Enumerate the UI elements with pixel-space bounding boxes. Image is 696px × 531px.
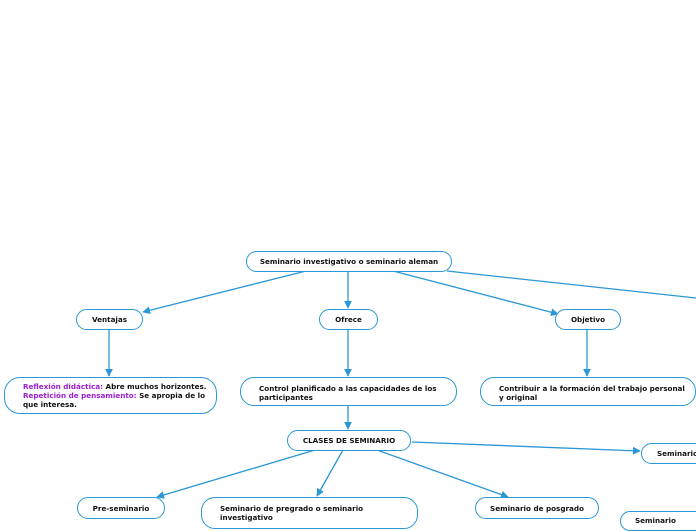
edge-clases-seminario bbox=[411, 441, 641, 455]
posgrado-node[interactable]: Seminario de posgrado bbox=[475, 497, 599, 519]
highlight-reflexion: Reflexión didáctica: bbox=[23, 382, 104, 391]
root-node[interactable]: Seminario investigativo o seminario alem… bbox=[246, 251, 452, 272]
edge-clases-pregrado bbox=[316, 449, 344, 497]
ofrece-node[interactable]: Ofrece bbox=[319, 309, 378, 330]
text-reflexion: Abre muchos horizontes. bbox=[103, 382, 207, 391]
edge-clases-preseminario bbox=[156, 449, 316, 499]
text-repeticion: Se apropia de lo que interesa. bbox=[23, 391, 206, 409]
edge-root-ventajas bbox=[142, 270, 307, 315]
objetivo-node[interactable]: Objetivo bbox=[555, 309, 621, 330]
clases-node[interactable]: CLASES DE SEMINARIO bbox=[287, 430, 411, 451]
edge-root-objetivo bbox=[392, 270, 559, 317]
bottom-right-node[interactable]: Seminario bbox=[620, 511, 696, 531]
ventajas-node[interactable]: Ventajas bbox=[76, 309, 143, 330]
mind-map-connectors bbox=[105, 270, 696, 499]
contribuir-node[interactable]: Contribuir a la formación del trabajo pe… bbox=[480, 377, 696, 406]
pre-seminario-node[interactable]: Pre-seminario bbox=[77, 497, 165, 519]
ventajas-detail-node[interactable]: Reflexión didáctica: Abre muchos horizon… bbox=[4, 377, 217, 414]
highlight-repeticion: Repetición de pensamiento: bbox=[23, 391, 137, 400]
edge-root-offscreen bbox=[446, 270, 696, 299]
edge-clases-posgrado bbox=[376, 449, 509, 499]
control-node[interactable]: Control planificado a las capacidades de… bbox=[240, 377, 457, 406]
pregrado-node[interactable]: Seminario de pregrado o seminario invest… bbox=[201, 497, 418, 529]
seminario-right-node[interactable]: Seminario bbox=[641, 443, 696, 464]
